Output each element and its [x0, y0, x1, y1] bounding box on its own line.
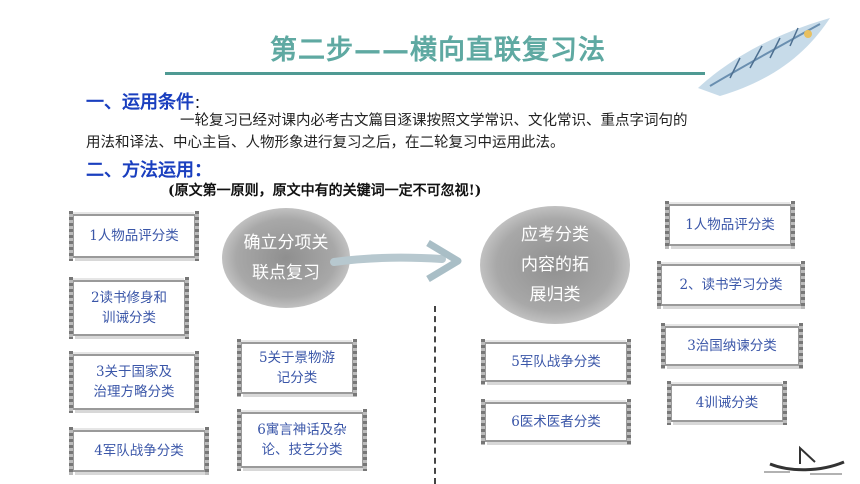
- category-box-right-4: 4训诫分类: [667, 381, 787, 425]
- right-blob-line1: 应考分类: [521, 225, 589, 245]
- category-box-right-2: 2、读书学习分类: [657, 261, 805, 309]
- section1-line2: 用法和译法、中心主旨、人物形象进行复习之后，在二轮复习中运用此法。: [86, 135, 565, 151]
- right-blob-line3: 展归类: [529, 285, 581, 305]
- divider-dashed-line: [434, 306, 436, 484]
- left-blob-line2: 联点复习: [252, 263, 320, 283]
- category-box-5: 5关于景物游记分类: [237, 339, 357, 397]
- left-ink-blob: 确立分项关 联点复习: [222, 208, 350, 308]
- category-box-3: 3关于国家及治理方略分类: [69, 351, 199, 413]
- category-box-right-3: 3治国纳谏分类: [661, 323, 803, 369]
- feather-decoration-icon: [698, 18, 830, 96]
- category-box-1: 1人物品评分类: [69, 211, 199, 261]
- category-box-middle-5: 5军队战争分类: [481, 339, 631, 385]
- boat-sketch-icon: [764, 445, 845, 475]
- category-box-2: 2读书修身和训诫分类: [69, 277, 189, 339]
- category-box-4: 4军队战争分类: [69, 427, 209, 475]
- title-underline: [165, 72, 705, 75]
- right-ink-blob: 应考分类 内容的拓 展归类: [480, 206, 630, 324]
- right-blob-line2: 内容的拓: [521, 255, 589, 275]
- section2-note: (原文第一原则，原文中有的关键词一定不可忽视!): [168, 183, 482, 199]
- left-blob-line1: 确立分项关: [243, 233, 329, 253]
- category-box-6: 6寓言神话及杂论、技艺分类: [237, 409, 367, 471]
- section2-heading: 二、方法运用：: [86, 160, 212, 181]
- arrow-right-icon: [330, 239, 462, 283]
- section1-line1: 一轮复习已经对课内必考古文篇目逐课按照文学常识、文化常识、重点字词句的: [180, 113, 688, 129]
- category-box-middle-6: 6医术医者分类: [481, 399, 631, 445]
- category-box-right-1: 1人物品评分类: [665, 201, 795, 249]
- page-title: 第二步——横向直联复习法: [270, 35, 606, 66]
- section1-heading: 一、运用条件：: [86, 92, 208, 113]
